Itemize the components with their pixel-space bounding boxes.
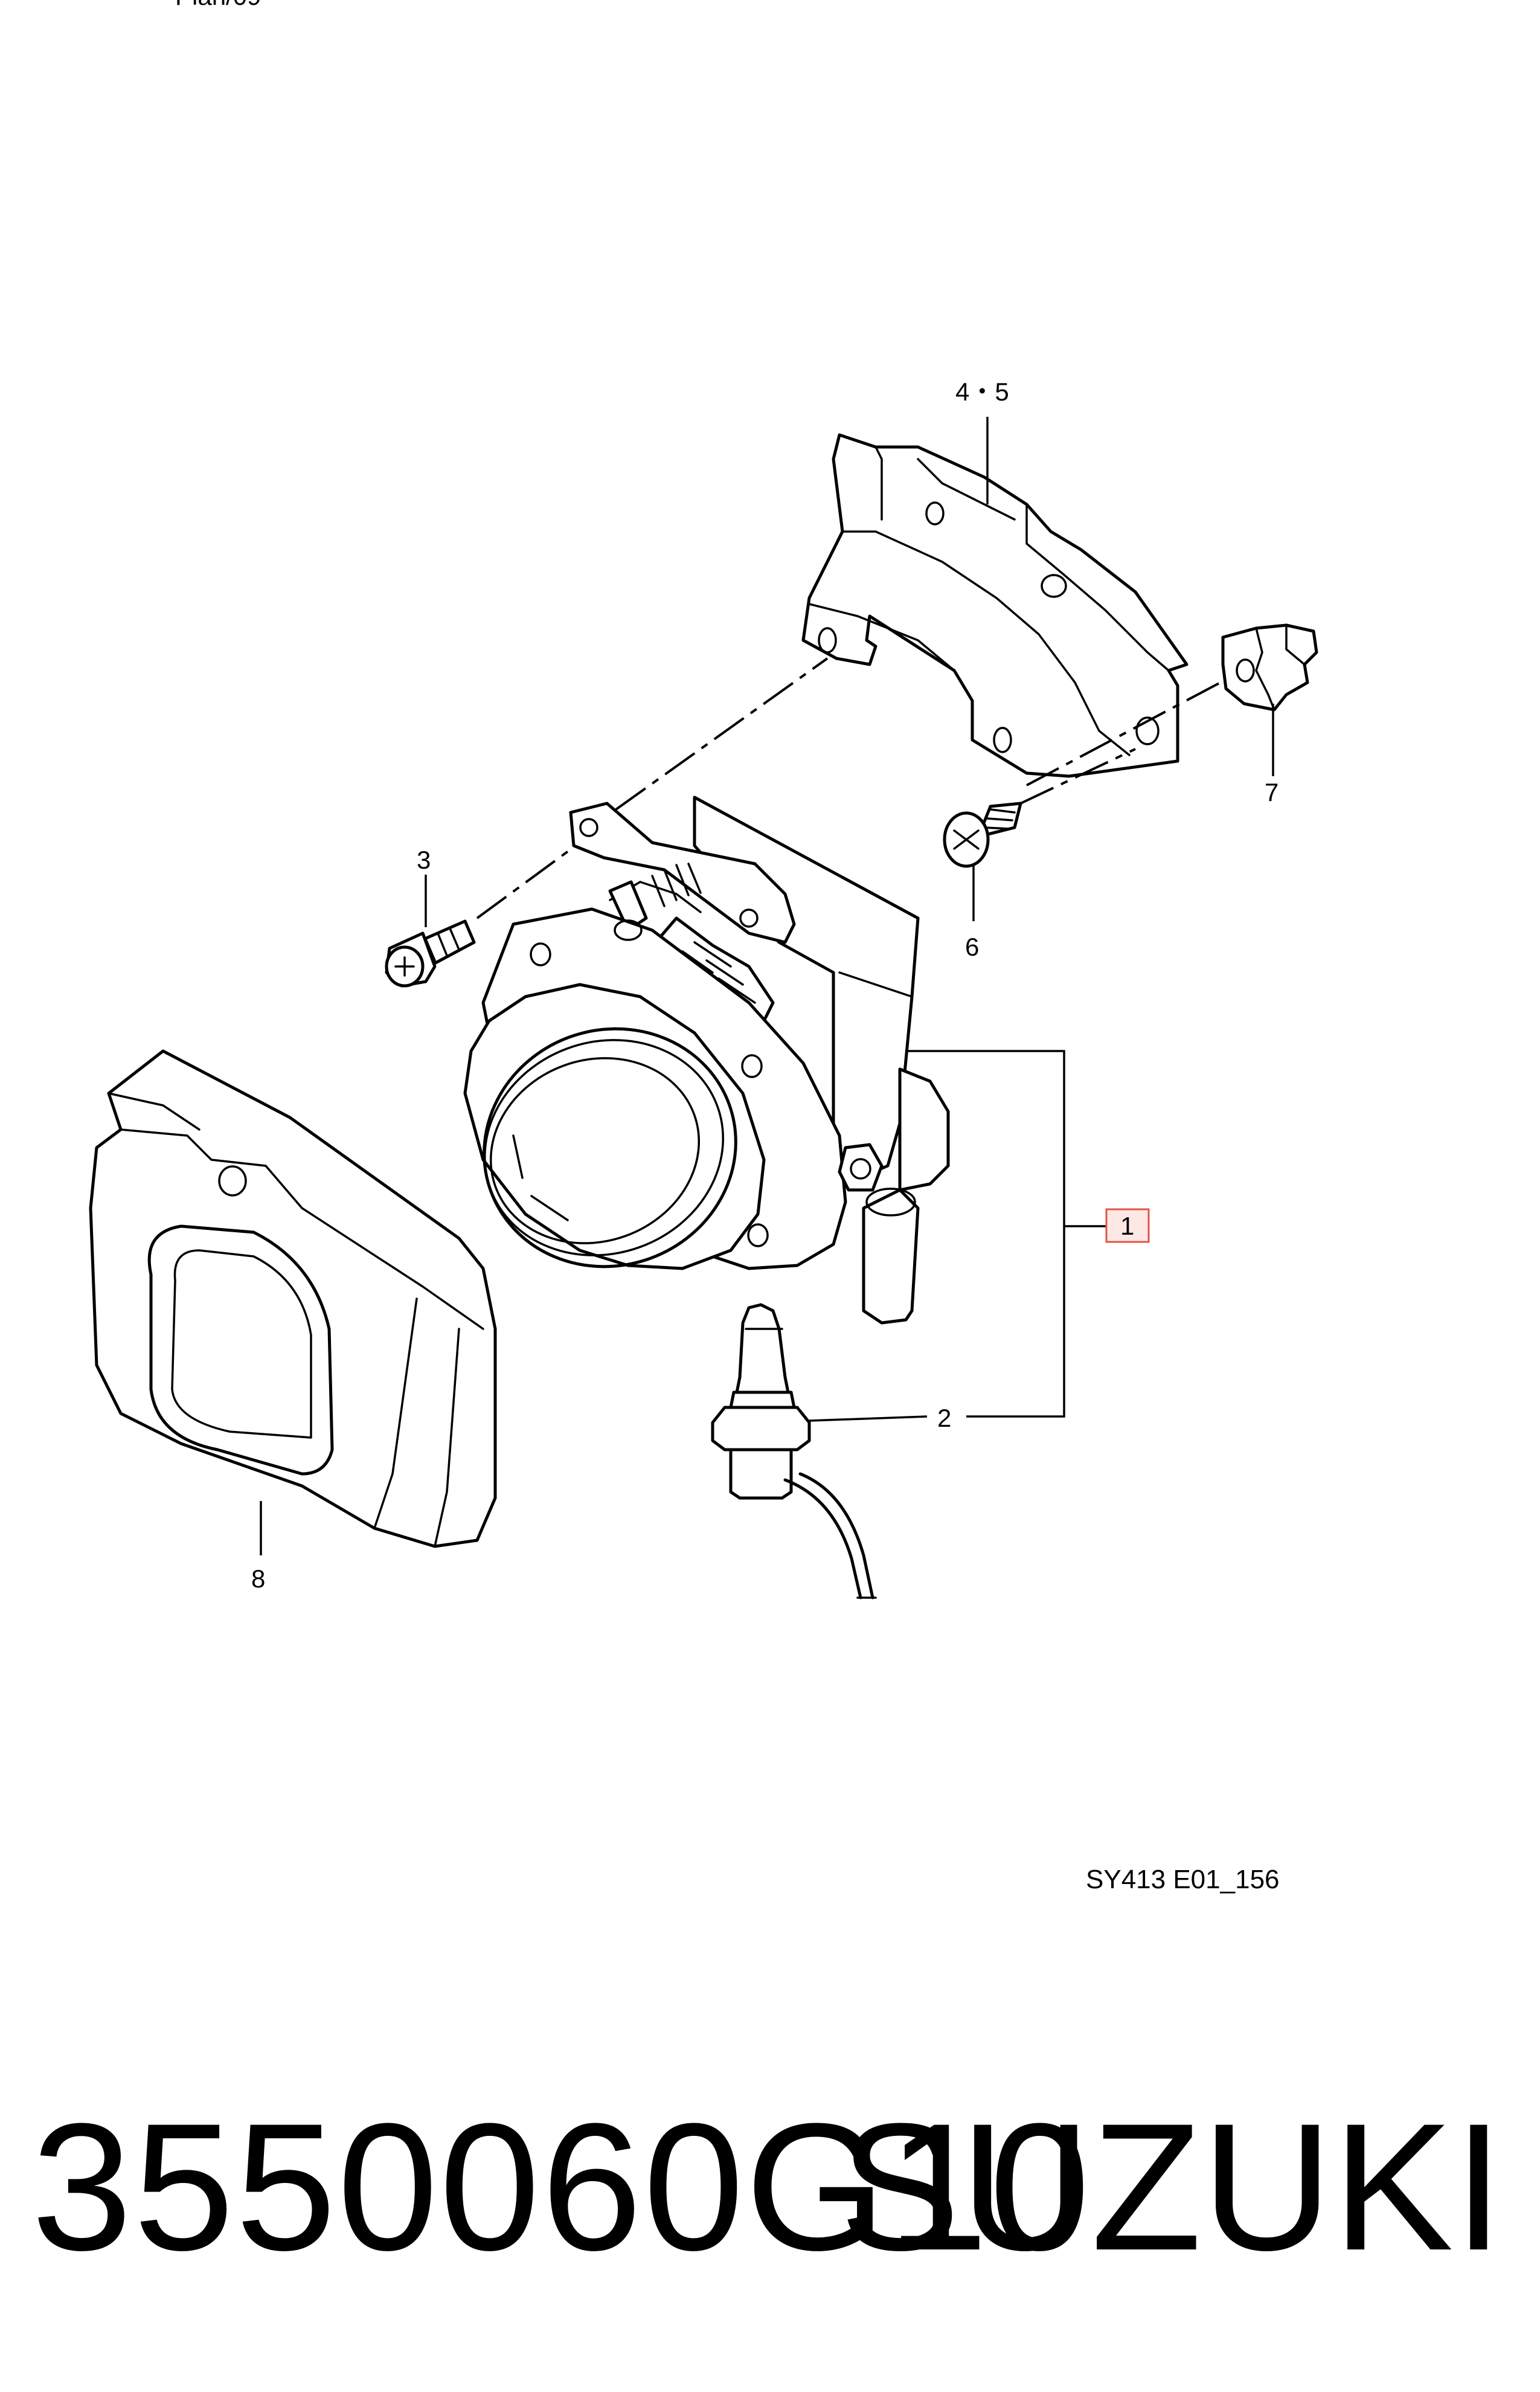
part-number: 3550060G10 [31, 2085, 1091, 2288]
callout-part-1: 1 [1120, 1212, 1134, 1240]
screw-part-6 [943, 802, 1022, 868]
clip-nut-part-7 [1221, 623, 1318, 712]
alignment-line-top [615, 657, 829, 811]
callout-part-2: 2 [937, 1404, 951, 1432]
callout-part-7: 7 [1265, 778, 1279, 806]
alignment-line-right [1026, 678, 1227, 786]
diagram-reference-code: SY413 E01_156 [1086, 1865, 1280, 1894]
callout-part-3: 3 [417, 846, 431, 874]
leader-part-1-bracket [906, 1050, 1065, 1418]
bolt-part-3 [385, 919, 476, 988]
callout-part-6: 6 [965, 933, 979, 961]
top-partial-label: Plan/09 [175, 0, 261, 10]
footer-band [0, 1987, 1540, 2392]
bracket-part-4-5 [801, 433, 1189, 778]
leader-part-2 [809, 1415, 928, 1422]
bulb-part-2 [711, 1303, 877, 1599]
callout-part-1-highlight [1105, 1208, 1150, 1243]
brand-name: SUZUKI [839, 2085, 1504, 2288]
exploded-parts-diagram: Plan/09 [89, 0, 1318, 1894]
callout-part-4-5: 4・5 [955, 378, 1009, 406]
alignment-line-bolt [476, 841, 581, 919]
alignment-line-screw [1020, 748, 1136, 805]
callout-part-8: 8 [251, 1564, 265, 1593]
bezel-cover-part-8 [89, 1049, 497, 1548]
fog-lamp-assembly-part-1 [463, 796, 950, 1325]
